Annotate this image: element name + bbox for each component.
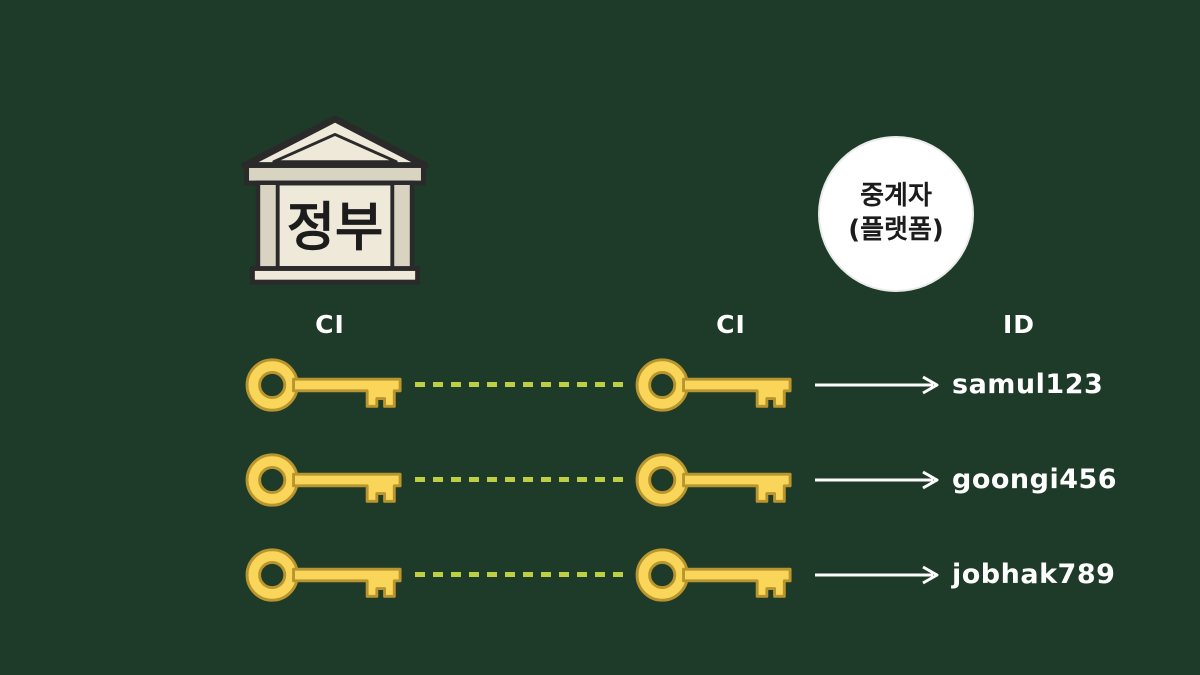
mapping-row: goongi456 <box>0 449 1200 511</box>
key-icon <box>245 453 402 507</box>
key-icon <box>245 358 402 412</box>
mapping-row: samul123 <box>0 354 1200 416</box>
dashed-link <box>415 382 625 387</box>
key-icon <box>635 548 792 602</box>
key-icon <box>635 453 792 507</box>
intermediary-badge: 중계자 (플랫폼) <box>818 136 974 292</box>
id-label: samul123 <box>952 369 1104 400</box>
key-icon <box>635 358 792 412</box>
id-label: goongi456 <box>952 464 1118 495</box>
arrow-icon <box>815 565 939 585</box>
dashed-link <box>415 477 625 482</box>
id-label: jobhak789 <box>952 559 1116 590</box>
intermediary-label-line2: (플랫폼) <box>848 215 944 245</box>
government-building-icon: 정부 <box>241 115 429 285</box>
column-header-id: ID <box>1002 310 1036 339</box>
dashed-link <box>415 572 625 577</box>
government-label: 정부 <box>287 197 384 258</box>
arrow-icon <box>815 375 939 395</box>
column-header-ci-middle: CI <box>716 310 746 339</box>
key-icon <box>245 548 402 602</box>
mapping-row: jobhak789 <box>0 544 1200 606</box>
arrow-icon <box>815 470 939 490</box>
column-header-ci-left: CI <box>315 310 345 339</box>
intermediary-label-line1: 중계자 <box>860 181 932 212</box>
